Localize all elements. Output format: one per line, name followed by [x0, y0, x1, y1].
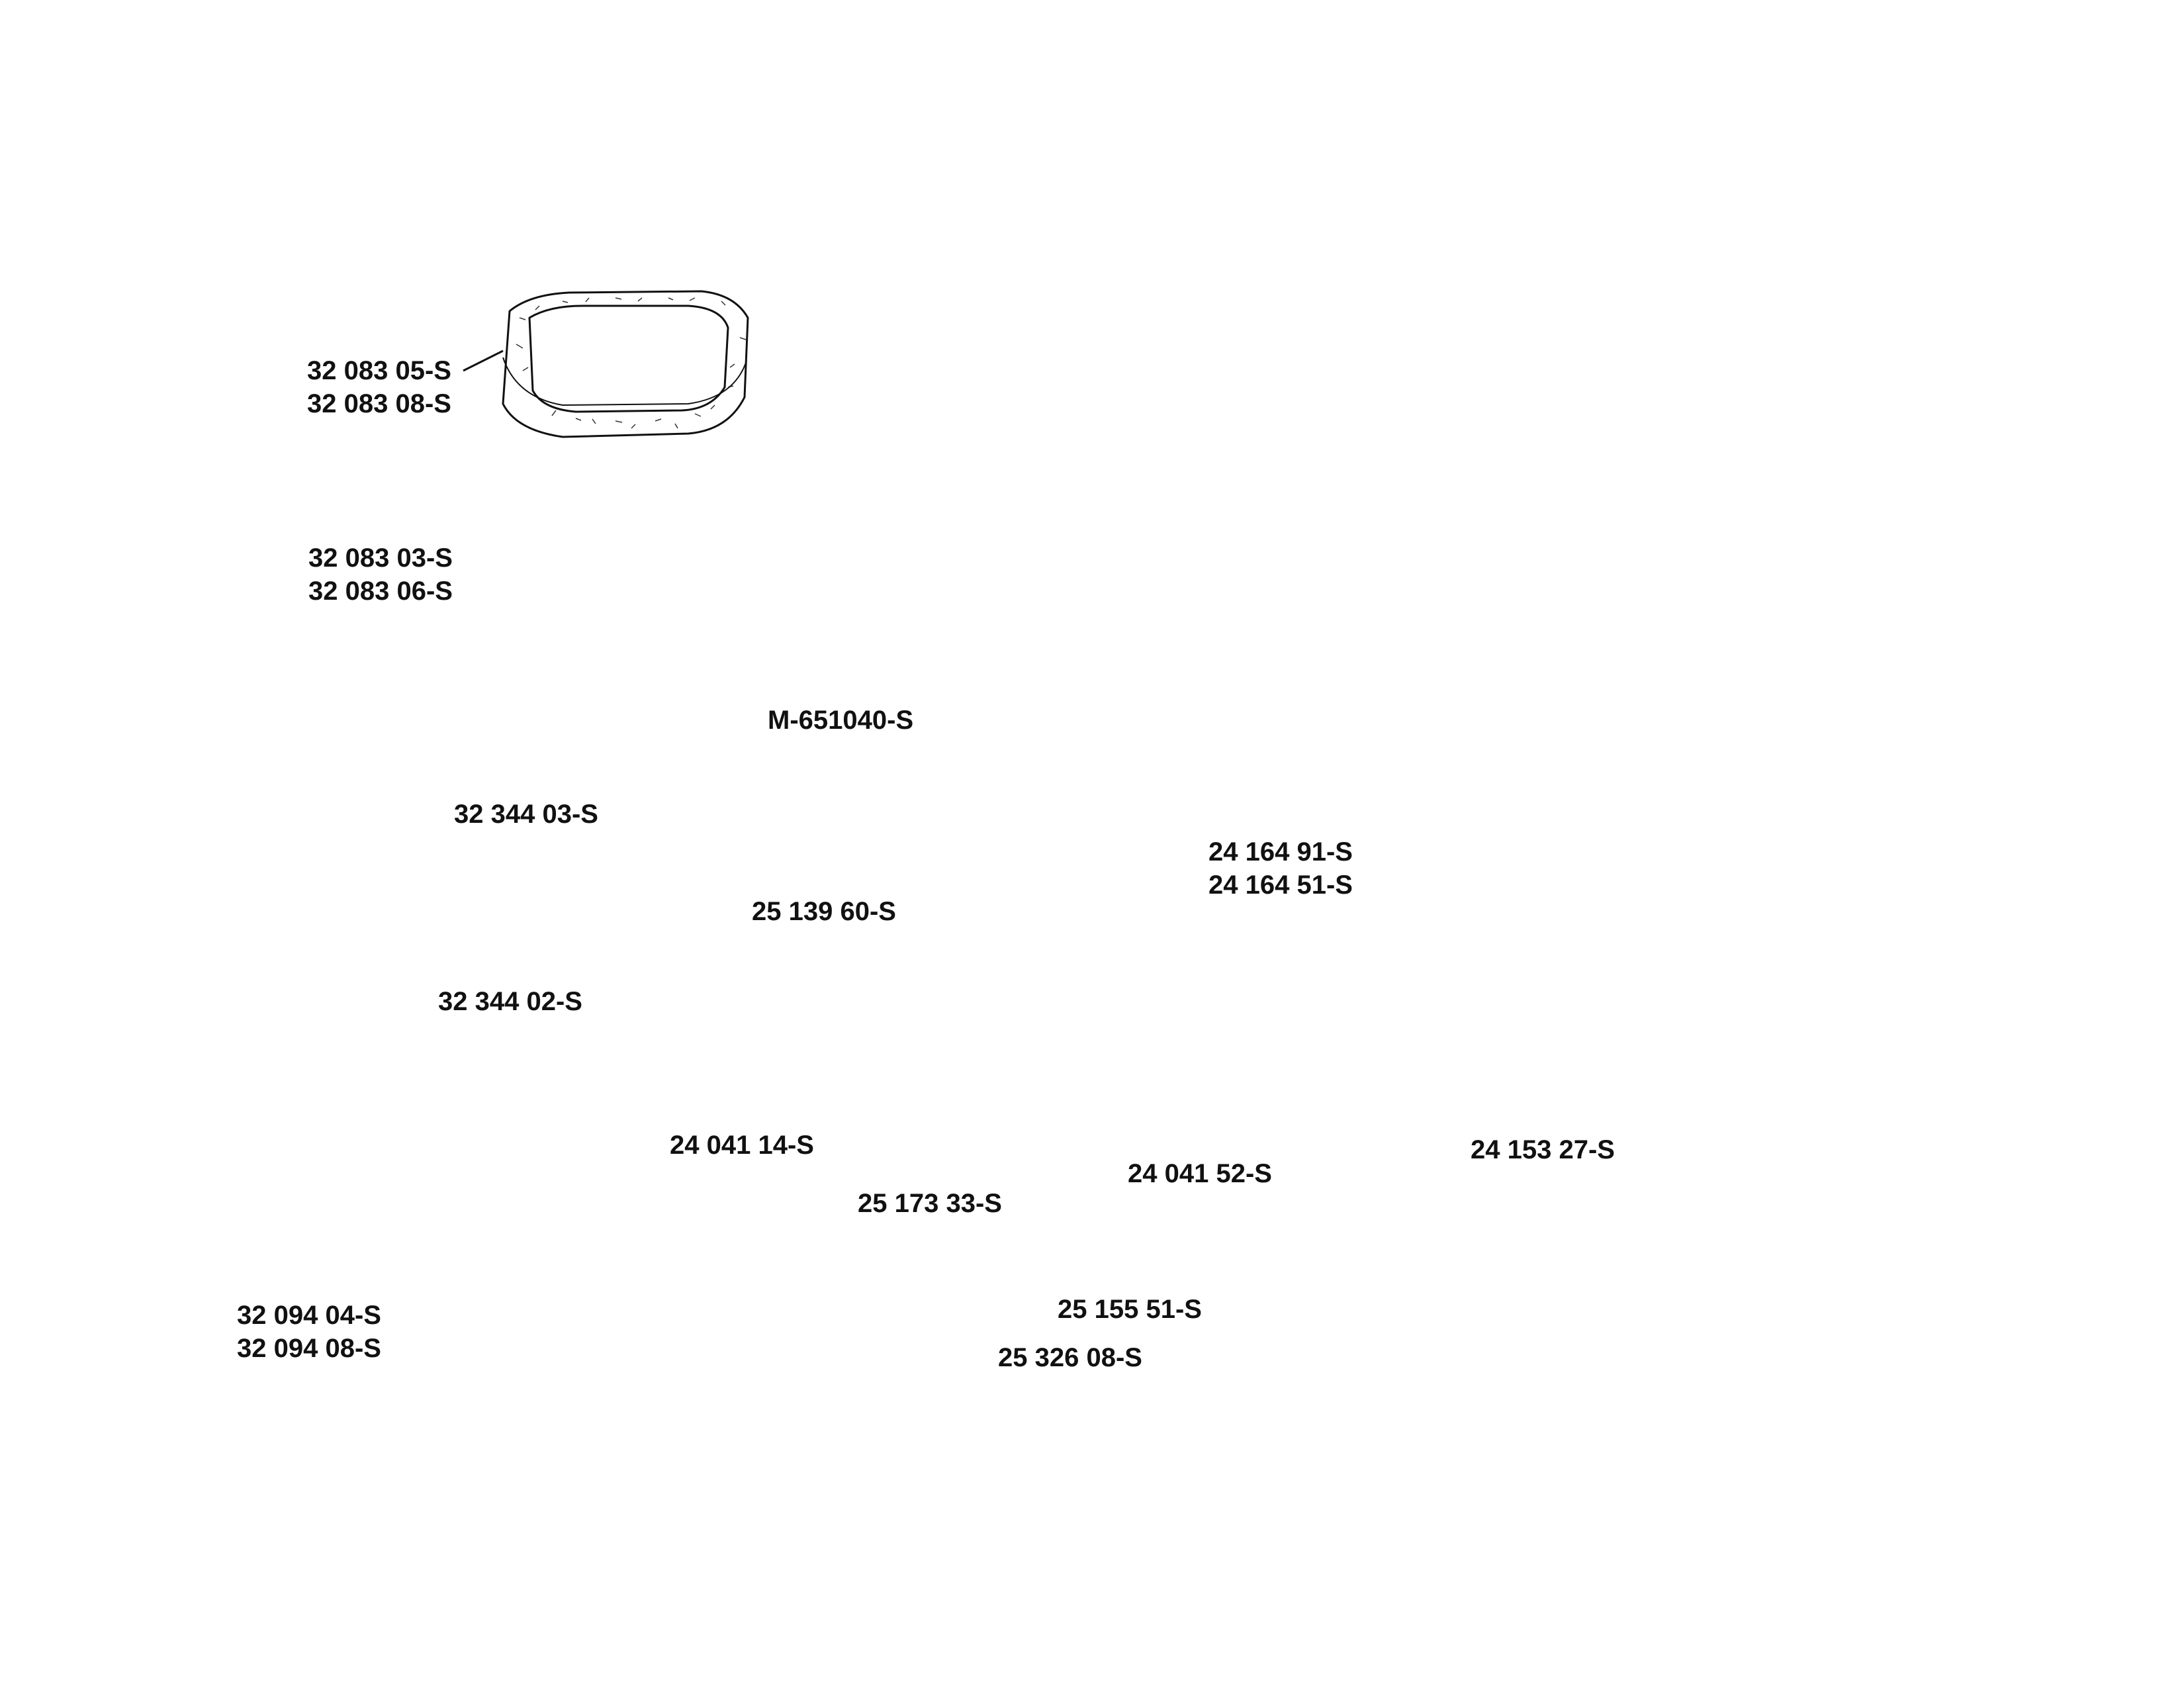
label-air-filter-element-2: 32 083 06-S — [308, 577, 453, 606]
label-pin-short: 25 173 33-S — [858, 1189, 1002, 1218]
label-air-cleaner-base-2: 32 094 08-S — [237, 1334, 381, 1363]
label-screw: 25 139 60-S — [752, 897, 896, 926]
label-pin-long: 25 326 08-S — [998, 1343, 1142, 1372]
pre-filter-leader — [463, 350, 504, 372]
label-pre-filter-2: 32 083 08-S — [307, 389, 451, 418]
pre-filter-drawing — [502, 290, 749, 438]
label-manifold-2: 24 164 51-S — [1208, 870, 1353, 900]
label-wire-clip-upper: 32 344 03-S — [454, 800, 598, 829]
label-latch: 25 155 51-S — [1058, 1295, 1202, 1324]
label-manifold-1: 24 164 91-S — [1208, 837, 1353, 867]
label-bolt: M-651040-S — [768, 706, 914, 735]
label-air-filter-element-1: 32 083 03-S — [308, 543, 453, 573]
label-wire-clip-lower: 32 344 02-S — [438, 987, 582, 1016]
label-air-cleaner-base-1: 32 094 04-S — [237, 1301, 381, 1330]
label-seal-ring: 24 153 27-S — [1471, 1135, 1615, 1164]
label-manifold-gasket: 24 041 52-S — [1128, 1159, 1272, 1188]
label-pre-filter-1: 32 083 05-S — [307, 356, 451, 385]
label-base-gasket: 24 041 14-S — [670, 1131, 814, 1160]
